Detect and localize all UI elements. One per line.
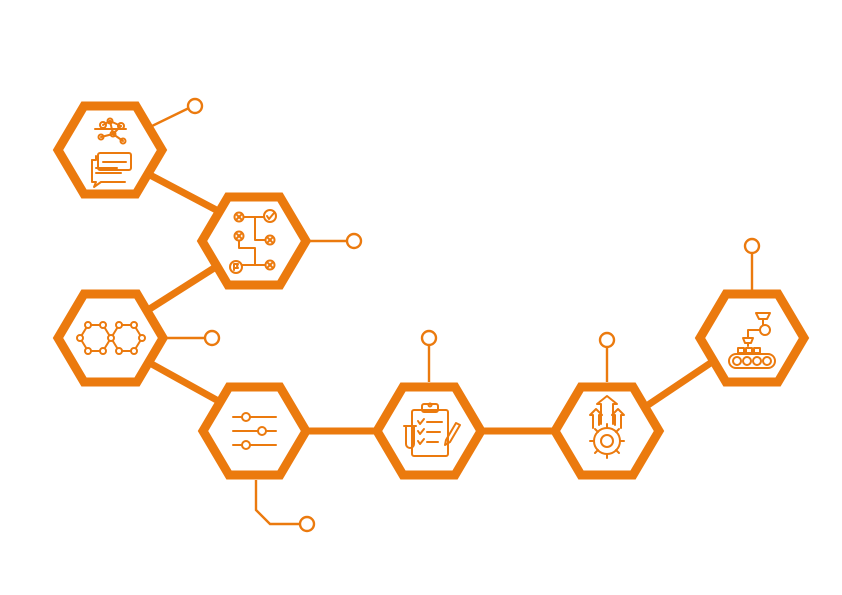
hexagon-outline	[196, 192, 312, 290]
pin-circle	[598, 331, 616, 349]
pin-circle	[743, 237, 761, 255]
hex-node-n2	[196, 192, 312, 290]
hexagon-outline	[52, 101, 168, 199]
lead-pin-n3	[163, 329, 221, 347]
pin-circle	[420, 329, 438, 347]
link-n3-n4	[146, 358, 224, 407]
connector-links	[146, 171, 717, 435]
lead-pin-n4	[254, 480, 316, 533]
link-n1-n2	[148, 171, 224, 217]
hexagon-outline	[549, 382, 665, 480]
decision-flowchart-icon	[229, 209, 277, 274]
lead-pin-n6	[598, 331, 616, 382]
pin-circle	[186, 97, 204, 115]
lead-pins	[149, 97, 761, 533]
sliders-icon	[232, 412, 277, 450]
gear-growth-icon	[589, 395, 625, 459]
hex-node-n6	[549, 382, 665, 480]
link-n6-n7	[646, 357, 717, 408]
pin-circle	[203, 329, 221, 347]
hexagon-ring-chain-icon	[76, 321, 146, 355]
lead-pin-n1	[149, 97, 204, 129]
pin-circle	[298, 515, 316, 533]
clipboard-checklist-icon	[403, 402, 461, 457]
conveyor-robot-arm-icon	[728, 312, 776, 369]
lead-pin-n7	[743, 237, 761, 290]
hex-node-n4	[197, 382, 312, 480]
hex-node-n3	[52, 289, 169, 387]
link-n2-n3	[146, 260, 224, 313]
molecule-chat-icon	[91, 117, 132, 188]
pin-circle	[345, 232, 363, 250]
hex-node-n1	[52, 101, 168, 199]
lead-pin-n5	[420, 329, 438, 382]
hex-node-n7	[694, 289, 810, 387]
lead-pin-n2	[306, 232, 363, 250]
hex-node-n5	[371, 382, 487, 480]
